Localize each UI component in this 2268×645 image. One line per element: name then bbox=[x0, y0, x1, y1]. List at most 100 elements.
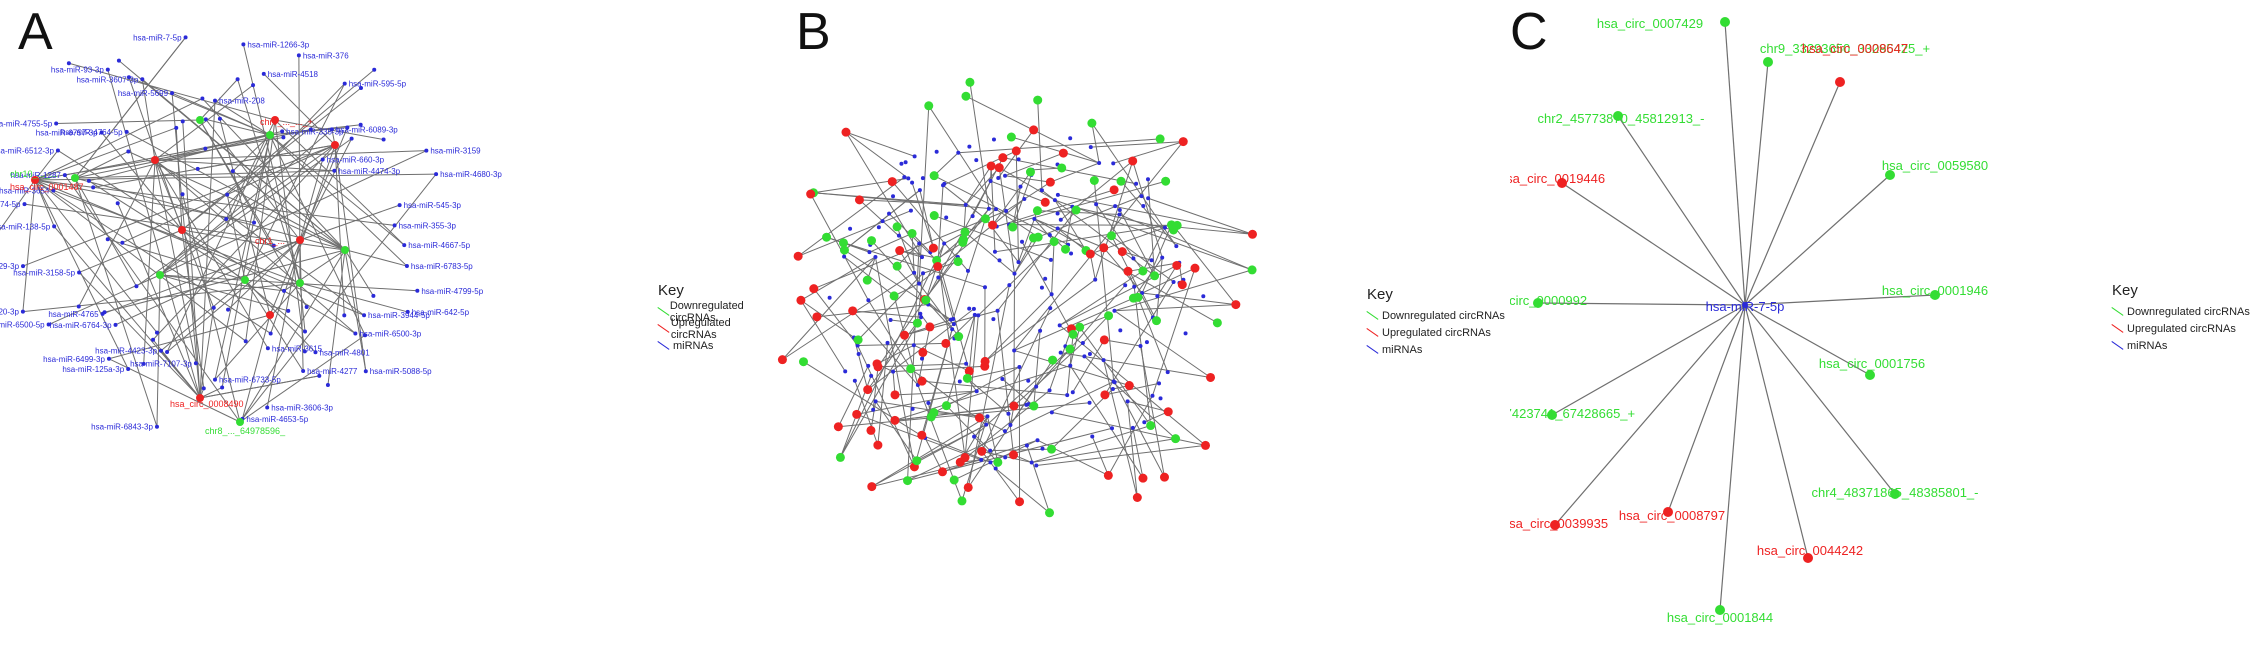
circrna-node bbox=[793, 251, 803, 261]
edge bbox=[1079, 326, 1152, 426]
mirna-node bbox=[856, 352, 861, 357]
edge bbox=[334, 144, 345, 316]
edge bbox=[937, 185, 944, 267]
edge bbox=[199, 375, 320, 399]
edge bbox=[1113, 141, 1184, 164]
edge bbox=[274, 119, 384, 140]
edge bbox=[221, 134, 271, 388]
edge bbox=[1051, 411, 1206, 446]
mirna-node bbox=[200, 96, 205, 101]
circrna-node bbox=[1150, 271, 1160, 281]
circrna-node bbox=[1025, 167, 1035, 177]
circrna-label: chr2_45773870_45812913_- bbox=[1538, 111, 1705, 126]
edge bbox=[899, 250, 920, 284]
mirna-node bbox=[988, 448, 993, 453]
edge bbox=[117, 203, 201, 399]
circrna-node bbox=[1040, 197, 1050, 207]
mirna-node bbox=[183, 35, 188, 40]
edge bbox=[871, 459, 982, 488]
edge bbox=[945, 314, 976, 406]
edge bbox=[933, 152, 959, 177]
edge bbox=[918, 105, 930, 284]
edge bbox=[156, 274, 161, 427]
edge bbox=[1132, 427, 1144, 479]
circrna-node bbox=[872, 359, 882, 369]
circrna-node bbox=[1177, 280, 1187, 290]
circrna-label: chr10_..._... bbox=[10, 169, 58, 179]
mirna-node bbox=[271, 243, 276, 248]
edge bbox=[1033, 218, 1055, 242]
edge bbox=[894, 390, 977, 396]
mirna-node bbox=[1055, 226, 1060, 231]
edge bbox=[1142, 227, 1166, 272]
edge bbox=[1667, 304, 1746, 513]
circrna-node bbox=[1835, 77, 1845, 87]
mirna-node bbox=[62, 173, 67, 178]
circrna-node bbox=[1009, 450, 1019, 460]
circrna-node bbox=[196, 394, 204, 402]
circrna-node bbox=[1533, 298, 1543, 308]
mirna-node bbox=[77, 270, 82, 275]
edge bbox=[911, 233, 915, 273]
circrna-node bbox=[895, 246, 905, 256]
mirna-node bbox=[1003, 173, 1008, 178]
mirna-node bbox=[1048, 257, 1053, 262]
mirna-node bbox=[964, 361, 969, 366]
circrna-node bbox=[809, 284, 819, 294]
edge bbox=[859, 199, 923, 258]
mirna-node bbox=[301, 368, 306, 373]
mirna-node bbox=[921, 271, 926, 276]
circrna-node bbox=[777, 355, 787, 365]
circrna-node bbox=[331, 141, 339, 149]
edge bbox=[942, 439, 1038, 473]
edge bbox=[1111, 235, 1154, 318]
mirna-node bbox=[944, 215, 949, 220]
mirna-node bbox=[358, 85, 363, 90]
edge bbox=[803, 361, 926, 439]
edge bbox=[118, 60, 346, 251]
edge bbox=[1009, 224, 1178, 226]
mirna-node bbox=[213, 377, 217, 382]
mirna-node bbox=[303, 329, 308, 334]
edge bbox=[1137, 297, 1169, 373]
circrna-node bbox=[241, 276, 249, 284]
key-swatch-mirna bbox=[2112, 341, 2124, 351]
circrna-node bbox=[1116, 176, 1126, 186]
mirna-label: hsa-miR-4680-3p bbox=[440, 170, 502, 179]
edge bbox=[34, 179, 55, 227]
edge bbox=[78, 229, 183, 273]
edge bbox=[1004, 175, 1051, 183]
circrna-node bbox=[271, 116, 279, 124]
mirna-node bbox=[76, 304, 81, 309]
key-item-up: Upregulated circRNAs bbox=[2112, 320, 2250, 337]
circrna-node bbox=[993, 457, 1003, 467]
mirna-node bbox=[1118, 328, 1123, 333]
edge bbox=[128, 76, 271, 136]
circrna-node bbox=[863, 385, 873, 395]
circrna-node bbox=[1100, 390, 1110, 400]
edge bbox=[1111, 235, 1174, 283]
circrna-node bbox=[1047, 444, 1057, 454]
key-label: Downregulated circRNAs bbox=[669, 299, 744, 324]
edge bbox=[299, 138, 353, 241]
mirna-node bbox=[1043, 276, 1048, 281]
edge bbox=[1072, 339, 1105, 393]
key-item-up: Upregulated circRNAs bbox=[658, 317, 760, 341]
edge bbox=[1054, 199, 1253, 271]
circrna-node bbox=[926, 412, 936, 422]
edge bbox=[214, 282, 301, 380]
mirna-node bbox=[988, 179, 993, 184]
mirna-node bbox=[1111, 379, 1116, 384]
circrna-node bbox=[341, 246, 349, 254]
circrna-node bbox=[296, 236, 304, 244]
circrna-node bbox=[1663, 507, 1673, 517]
mirna-node bbox=[217, 116, 222, 121]
edge bbox=[1054, 199, 1087, 251]
edge bbox=[945, 314, 976, 344]
circrna-label: hsa_circ_0007429 bbox=[1597, 16, 1703, 31]
mirna-label: hsa-miR-4277 bbox=[307, 367, 358, 376]
edge bbox=[327, 249, 346, 386]
mirna-node bbox=[126, 366, 131, 371]
edge bbox=[973, 436, 999, 463]
mirna-label: hsa-miR-7107-3p bbox=[130, 359, 192, 368]
